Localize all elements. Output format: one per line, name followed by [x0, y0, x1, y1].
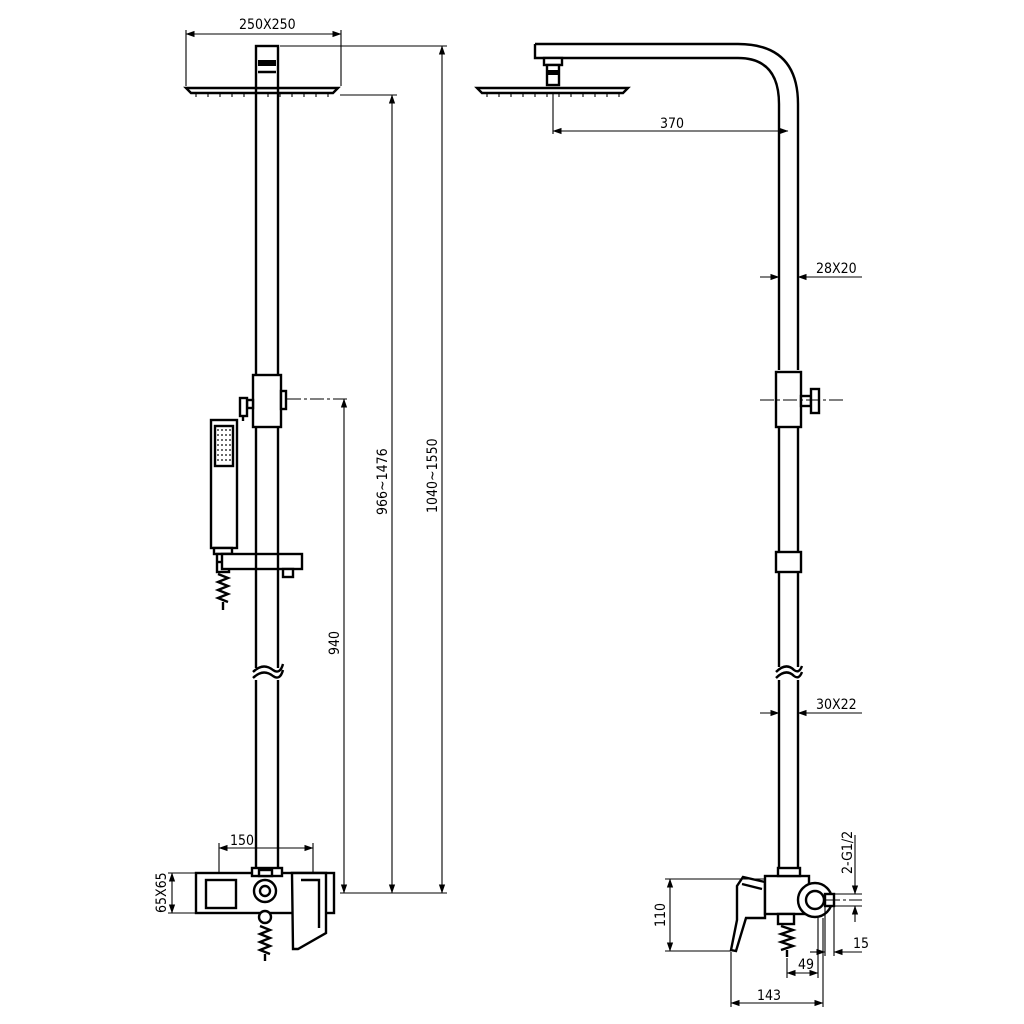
overhead-arm-side [533, 42, 800, 370]
diverter-side [760, 370, 844, 429]
diverter-front [238, 373, 288, 429]
side-view: 370 28X20 30X22 2-G1/2 110 [474, 42, 869, 1007]
side-dimensions: 370 28X20 30X22 2-G1/2 110 [552, 94, 869, 1007]
hand-shower-front [209, 418, 239, 610]
rain-head-front [183, 44, 341, 97]
riser-tube-front [252, 88, 285, 872]
rain-head-side [474, 56, 631, 97]
dim-upper-tube: 28X20 [816, 261, 857, 277]
dim-head-to-mixer: 966~1476 [375, 448, 391, 515]
dim-inlet-thread: 2-G1/2 [840, 831, 856, 874]
hand-shower-holder-front [220, 552, 304, 579]
front-dimensions: 250X250 1040~1550 966~1476 940 150 65X6 [154, 17, 447, 914]
dim-slide-to-mixer: 940 [327, 631, 343, 655]
dim-total-height: 1040~1550 [425, 438, 441, 513]
dim-mixer-depth: 143 [757, 988, 781, 1004]
dim-outlet-offset: 15 [853, 936, 869, 952]
dim-lower-tube: 30X22 [816, 697, 857, 713]
riser-tube-side [774, 427, 804, 873]
front-view: 250X250 1040~1550 966~1476 940 150 65X6 [154, 17, 447, 961]
dim-mixer-section: 65X65 [154, 872, 170, 913]
dim-mixer-width: 150 [230, 833, 254, 849]
dim-inlet-depth: 49 [798, 957, 814, 973]
dim-arm-reach: 370 [660, 116, 684, 132]
mixer-side [729, 866, 862, 957]
dim-head-size: 250X250 [239, 17, 296, 33]
dim-mixer-height: 110 [653, 903, 669, 927]
mixer-front [194, 866, 336, 961]
